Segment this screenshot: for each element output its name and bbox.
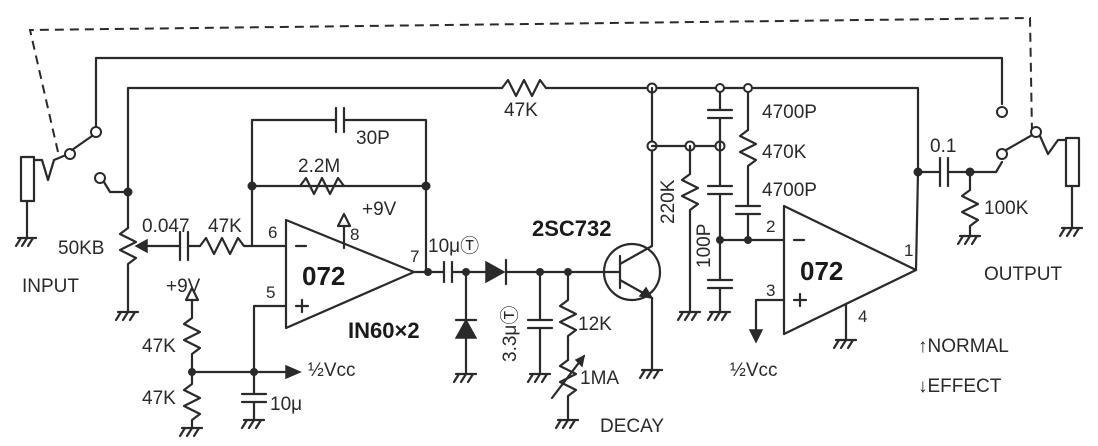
label-1ma: 1MA (580, 368, 619, 389)
output-jack (1058, 136, 1084, 238)
transistor-2sc732 (602, 86, 664, 380)
label-220k: 220K (658, 179, 679, 224)
label-33u: 3.3μⓉ (499, 306, 521, 362)
label-4700p-b: 4700P (762, 180, 817, 201)
label-half-vcc-a: ½Vcc (308, 360, 356, 381)
resistor-2-2m (298, 176, 346, 196)
feedback-wire-top (126, 86, 504, 194)
bypass-wire (94, 56, 1004, 130)
label-plus9v-a: +9V (362, 199, 397, 220)
label-pin7: 7 (410, 247, 419, 266)
label-pin3: 3 (766, 281, 775, 300)
label-opamp1: 072 (302, 261, 345, 291)
diode-shunt (454, 318, 478, 339)
resistor-100k (960, 170, 980, 238)
label-47k-div-bot: 47K (142, 388, 176, 409)
input-switch (52, 134, 132, 194)
label-pin6: 6 (268, 223, 277, 242)
pot-1ma-decay (558, 358, 578, 422)
resistor-47k-in (198, 236, 288, 256)
label-pin4: 4 (858, 307, 867, 326)
label-01: 0.1 (930, 136, 956, 157)
label-47k-in: 47K (208, 216, 242, 237)
opamp-2 (782, 204, 918, 336)
switch-link-dashed (28, 16, 1033, 153)
label-0047: 0.047 (142, 216, 190, 237)
label-pin8: 8 (350, 225, 359, 244)
label-100p: 100P (694, 224, 715, 268)
label-47k-feedback: 47K (504, 100, 538, 121)
label-pin2: 2 (766, 217, 775, 236)
label-470k: 470K (762, 142, 807, 163)
label-4700p-a: 4700P (762, 102, 817, 123)
label-effect: ↓EFFECT (918, 376, 1002, 397)
label-normal: ↑NORMAL (918, 336, 1009, 357)
label-pin1: 1 (904, 241, 913, 260)
label-12k: 12K (578, 314, 612, 335)
diode-series (485, 260, 506, 284)
label-output: OUTPUT (984, 264, 1063, 285)
label-47k-div-top: 47K (142, 336, 176, 357)
label-10u-bias: 10μ (270, 394, 302, 415)
pot-50kb (114, 226, 172, 322)
label-50kb: 50KB (58, 238, 104, 259)
label-100k: 100K (984, 198, 1029, 219)
opamp-1 (284, 212, 416, 330)
label-opamp2: 072 (800, 256, 843, 286)
input-jack (14, 155, 56, 248)
resistor-12k (558, 270, 578, 362)
label-input: INPUT (22, 276, 79, 297)
output-switch (994, 126, 1068, 174)
label-decay: DECAY (600, 416, 664, 437)
resistor-220k (680, 144, 700, 314)
label-diodes: IN60×2 (348, 318, 420, 343)
resistor-470k (738, 128, 758, 198)
label-30p: 30P (356, 128, 390, 149)
label-plus9v-b: +9V (166, 276, 201, 297)
label-10u-t: 10μⓉ (428, 235, 479, 257)
label-2sc732: 2SC732 (532, 216, 612, 241)
label-half-vcc-b: ½Vcc (730, 360, 778, 381)
resistor-47k-feedback (500, 78, 548, 98)
label-pin5: 5 (266, 283, 275, 302)
label-2-2m: 2.2M (298, 156, 340, 177)
